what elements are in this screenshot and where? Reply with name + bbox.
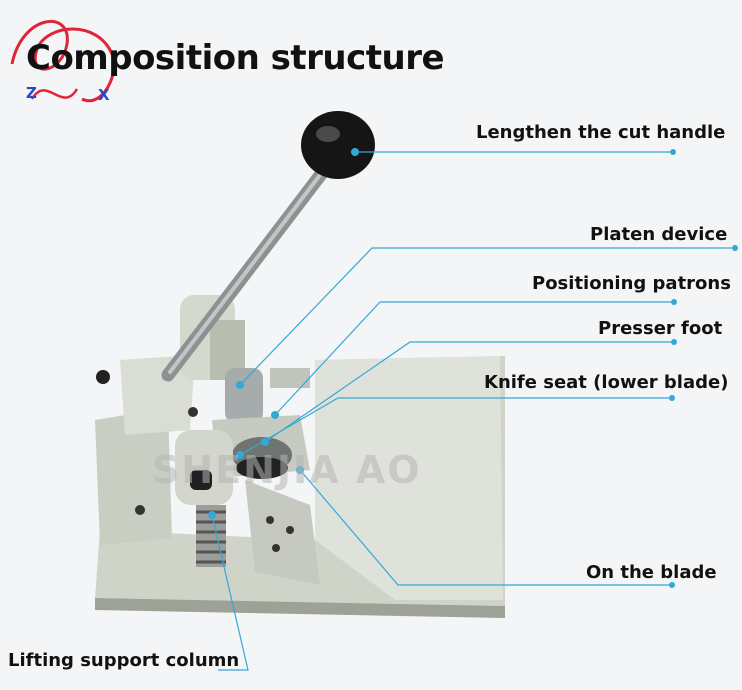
rear-support-block bbox=[95, 295, 245, 545]
label-handle: Lengthen the cut handle bbox=[476, 122, 726, 143]
brand-logo: Z X bbox=[2, 4, 132, 124]
handle-lever bbox=[161, 111, 375, 382]
leader-lines bbox=[211, 151, 735, 671]
label-knife-seat: Knife seat (lower blade) bbox=[484, 372, 729, 393]
label-presser: Presser foot bbox=[598, 318, 723, 339]
leader-endpoints bbox=[208, 148, 738, 588]
watermark-text: SHENJIA AO bbox=[152, 448, 422, 492]
label-platen: Platen device bbox=[590, 224, 728, 245]
handle-knob bbox=[301, 111, 375, 179]
logo-letter-x: X bbox=[98, 86, 110, 104]
label-patrons: Positioning patrons bbox=[532, 273, 731, 294]
label-blade: On the blade bbox=[586, 562, 717, 583]
page-title: Composition structure bbox=[26, 38, 445, 78]
guide-plate bbox=[245, 480, 320, 585]
logo-script-icon bbox=[10, 19, 116, 103]
cutting-head bbox=[212, 368, 310, 479]
label-column: Lifting support column bbox=[8, 650, 240, 671]
logo-letter-z: Z bbox=[26, 84, 37, 102]
